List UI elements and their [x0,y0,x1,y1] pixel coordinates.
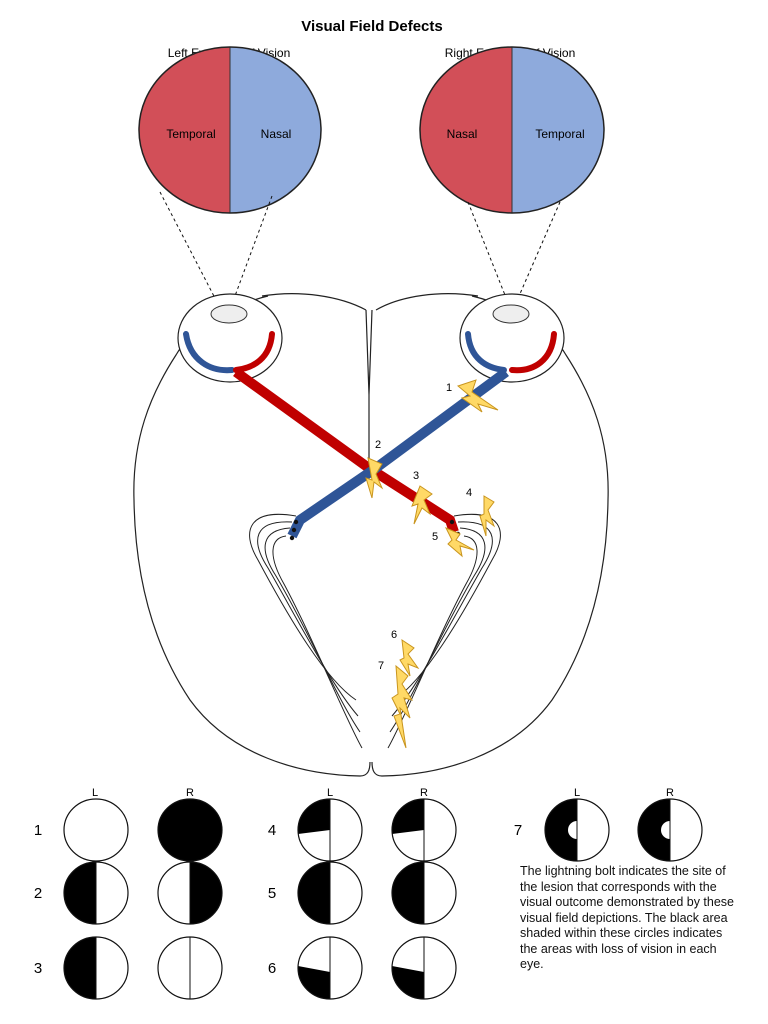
left-nasal-label: Nasal [261,127,292,141]
defect-4-right-eye [391,798,457,862]
lesion-label-4: 4 [466,487,472,499]
lesion-label-1: 1 [446,382,452,394]
col-label-l-1: L [92,787,98,799]
right-eyeball [459,293,565,383]
defect-1-left-eye [63,798,129,862]
defect-row-number-6: 6 [268,960,276,977]
lesion-label-2: 2 [375,439,381,451]
defect-2-left-eye [63,861,129,925]
defect-3-right-eye [157,936,223,1000]
defect-7-left-eye [544,798,610,862]
col-label-r-3: R [666,787,674,799]
col-label-r-2: R [420,787,428,799]
defect-1-right-eye [157,798,223,862]
defect-row-number-2: 2 [34,885,42,902]
defect-row-number-5: 5 [268,885,276,902]
lesion-bolt-2 [365,457,384,499]
col-label-l-3: L [574,787,580,799]
lesion-bolt-6 [399,638,420,677]
col-label-r-1: R [186,787,194,799]
right-temporal-label: Temporal [535,127,584,141]
legend-note: The lightning bolt indicates the site of… [520,864,735,971]
optic-radiations-left [249,513,363,749]
defect-3-left-eye [63,936,129,1000]
defect-row-number-7: 7 [514,822,522,839]
defect-5-right-eye [391,861,457,925]
lesion-bolt-1 [456,379,499,413]
defect-row-number-3: 3 [34,960,42,977]
lesion-label-7: 7 [378,660,384,672]
left-temporal-label: Temporal [166,127,215,141]
lesion-label-5: 5 [432,531,438,543]
defect-2-right-eye [157,861,223,925]
lesion-label-6: 6 [391,629,397,641]
lesion-labels: 1 2 3 4 5 6 7 [375,382,472,672]
defect-row-number-4: 4 [268,822,276,839]
right-eye-field: Nasal Temporal [419,46,605,214]
lesion-bolt-4 [479,495,496,537]
figure-title: Visual Field Defects [301,18,442,35]
defect-4-left-eye [297,798,363,862]
lesion-bolt-7 [391,664,414,749]
col-label-l-2: L [327,787,333,799]
defect-7-right-eye [637,798,703,862]
lesion-label-3: 3 [413,470,419,482]
defect-grid: L R L R L R [92,787,674,799]
brain-outline [133,293,609,777]
defect-6-right-eye [391,936,457,1000]
defect-5-left-eye [297,861,363,925]
lesion-bolt-5 [444,527,475,558]
optic-tracts [233,367,509,539]
defect-rows: 1 2 3 4 5 6 7 [34,798,703,1000]
lesion-bolt-3 [411,485,433,525]
defect-row-number-1: 1 [34,822,42,839]
defect-6-left-eye [297,936,363,1000]
right-nasal-label: Nasal [447,127,478,141]
lesion-bolts [365,379,499,749]
